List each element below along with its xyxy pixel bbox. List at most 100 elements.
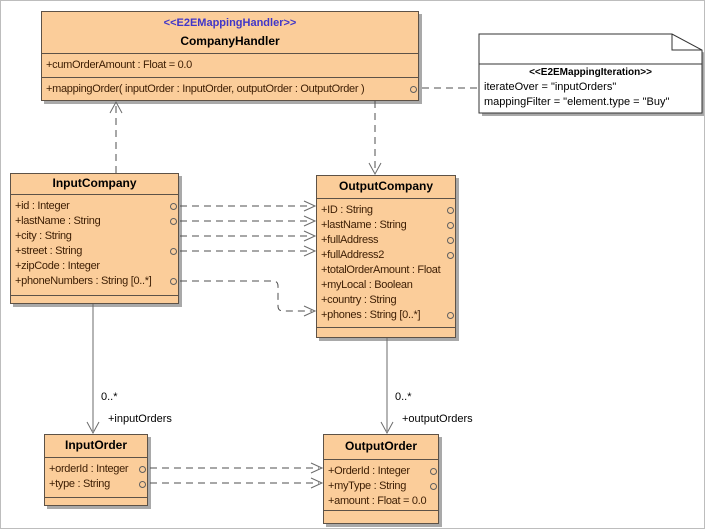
note-stereotype: <<E2EMappingIteration>> [529, 67, 652, 78]
attribute-totalorderamount[interactable]: +totalOrderAmount : Float [317, 263, 455, 278]
operations-compartment: +mappingOrder( inputOrder : InputOrder, … [42, 77, 418, 101]
operation-mappingorder[interactable]: +mappingOrder( inputOrder : InputOrder, … [42, 78, 418, 101]
operations-compartment-empty[interactable] [11, 295, 178, 305]
attribute-city[interactable]: +city : String [11, 229, 178, 244]
attribute-mytype[interactable]: +myType : String [324, 479, 438, 494]
mapping-source-icon [170, 202, 177, 210]
operations-compartment-empty[interactable] [324, 510, 438, 525]
mapping-source-icon [447, 311, 454, 319]
attribute-type[interactable]: +type : String [45, 477, 147, 492]
class-name: OutputOrder [345, 439, 417, 453]
attribute-id[interactable]: +ID : String [317, 203, 455, 218]
role-inputorders[interactable]: +inputOrders [108, 413, 172, 425]
attribute-zipcode[interactable]: +zipCode : Integer [11, 259, 178, 274]
role-outputorders[interactable]: +outputOrders [402, 413, 473, 425]
attribute-text: +myLocal : Boolean [321, 279, 413, 291]
note-tag-mappingfilter[interactable]: mappingFilter = "element.type = "Buy" [484, 96, 670, 108]
attribute-text: +fullAddress [321, 234, 379, 246]
mapping-source-icon [170, 217, 177, 225]
attribute-street[interactable]: +street : String [11, 244, 178, 259]
attribute-text: +phoneNumbers : String [0..*] [15, 275, 152, 287]
multiplicity-outputorders[interactable]: 0..* [395, 391, 412, 403]
mapping-source-icon [447, 206, 454, 214]
mapping-phonenumbers-to-phones[interactable] [180, 280, 317, 317]
mapping-street-to-fulladdress2[interactable] [180, 245, 317, 257]
attribute-text: +id : Integer [15, 200, 70, 212]
attributes-compartment: +ID : String +lastName : String +fullAdd… [317, 198, 455, 327]
mapping-id-to-id[interactable] [180, 200, 317, 212]
attributes-compartment: +OrderId : Integer +myType : String +amo… [324, 459, 438, 510]
attributes-compartment: +id : Integer +lastName : String +city :… [11, 194, 178, 295]
attribute-phones[interactable]: +phones : String [0..*] [317, 308, 455, 323]
attribute-text: +totalOrderAmount : Float [321, 264, 441, 276]
mapping-source-icon [430, 482, 437, 490]
attribute-text: +lastName : String [15, 215, 101, 227]
class-name: CompanyHandler [180, 34, 280, 48]
class-header[interactable]: OutputOrder [324, 435, 438, 459]
attribute-text: +phones : String [0..*] [321, 309, 421, 321]
mapping-source-icon [430, 467, 437, 475]
multiplicity-inputorders[interactable]: 0..* [101, 391, 118, 403]
attribute-country[interactable]: +country : String [317, 293, 455, 308]
attributes-compartment: +orderId : Integer +type : String [45, 457, 147, 497]
class-name: InputCompany [52, 176, 137, 190]
class-header[interactable]: OutputCompany [317, 176, 455, 198]
class-inputorder[interactable]: InputOrder +orderId : Integer +type : St… [44, 434, 148, 506]
attribute-amount[interactable]: +amount : Float = 0.0 [324, 494, 438, 509]
mapping-source-icon [170, 247, 177, 255]
association-inputcompany-inputorders[interactable] [86, 304, 100, 435]
attribute-text: +amount : Float = 0.0 [328, 495, 427, 507]
mapping-source-icon [170, 277, 177, 285]
mapping-source-icon [410, 85, 417, 93]
attribute-orderid[interactable]: +OrderId : Integer [324, 464, 438, 479]
attribute-mylocal[interactable]: +myLocal : Boolean [317, 278, 455, 293]
mapping-source-icon [447, 236, 454, 244]
mapping-source-icon [139, 465, 146, 473]
attribute-orderid[interactable]: +orderId : Integer [45, 462, 147, 477]
attribute-fulladdress[interactable]: +fullAddress [317, 233, 455, 248]
attribute-text: +ID : String [321, 204, 373, 216]
attribute-text: +cumOrderAmount : Float = 0.0 [46, 59, 192, 71]
attribute-text: +country : String [321, 294, 397, 306]
attribute-id[interactable]: +id : Integer [11, 199, 178, 214]
mapping-source-icon [447, 251, 454, 259]
attribute-lastname[interactable]: +lastName : String [11, 214, 178, 229]
class-header[interactable]: <<E2EMappingHandler>> CompanyHandler [42, 12, 418, 53]
mapping-city-to-fulladdress[interactable] [180, 230, 317, 242]
mapping-orderid-to-orderid[interactable] [150, 462, 324, 474]
attribute-text: +OrderId : Integer [328, 465, 410, 477]
attribute-phonenumbers[interactable]: +phoneNumbers : String [0..*] [11, 274, 178, 289]
operations-compartment-empty[interactable] [317, 327, 455, 339]
mapping-type-to-mytype[interactable] [150, 477, 324, 489]
class-stereotype: <<E2EMappingHandler>> [163, 17, 297, 29]
attribute-text: +orderId : Integer [49, 463, 129, 475]
class-companyhandler[interactable]: <<E2EMappingHandler>> CompanyHandler +cu… [41, 11, 419, 101]
attribute-cumorderamount[interactable]: +cumOrderAmount : Float = 0.0 [42, 54, 418, 77]
class-outputcompany[interactable]: OutputCompany +ID : String +lastName : S… [316, 175, 456, 338]
attribute-text: +lastName : String [321, 219, 407, 231]
class-name: InputOrder [65, 438, 127, 452]
class-outputorder[interactable]: OutputOrder +OrderId : Integer +myType :… [323, 434, 439, 524]
operation-text: +mappingOrder( inputOrder : InputOrder, … [46, 83, 365, 95]
attribute-text: +city : String [15, 230, 72, 242]
mapping-lastname-to-lastname[interactable] [180, 215, 317, 227]
mapping-source-icon [447, 221, 454, 229]
attribute-text: +type : String [49, 478, 110, 490]
attribute-lastname[interactable]: +lastName : String [317, 218, 455, 233]
attribute-text: +myType : String [328, 480, 407, 492]
attribute-fulladdress2[interactable]: +fullAddress2 [317, 248, 455, 263]
note-tag-iterateover[interactable]: iterateOver = "inputOrders" [484, 81, 617, 93]
mapping-source-icon [139, 480, 146, 488]
class-header[interactable]: InputCompany [11, 174, 178, 194]
association-outputcompany-outputorders[interactable] [380, 338, 394, 435]
operations-compartment-empty[interactable] [45, 497, 147, 507]
dependency-inputcompany-to-companyhandler[interactable] [109, 100, 123, 173]
attributes-compartment: +cumOrderAmount : Float = 0.0 [42, 53, 418, 77]
attribute-text: +fullAddress2 [321, 249, 385, 261]
class-inputcompany[interactable]: InputCompany +id : Integer +lastName : S… [10, 173, 179, 304]
class-header[interactable]: InputOrder [45, 435, 147, 457]
note-fold-icon [671, 34, 702, 51]
attribute-text: +zipCode : Integer [15, 260, 100, 272]
dependency-companyhandler-to-outputcompany[interactable] [368, 101, 382, 176]
